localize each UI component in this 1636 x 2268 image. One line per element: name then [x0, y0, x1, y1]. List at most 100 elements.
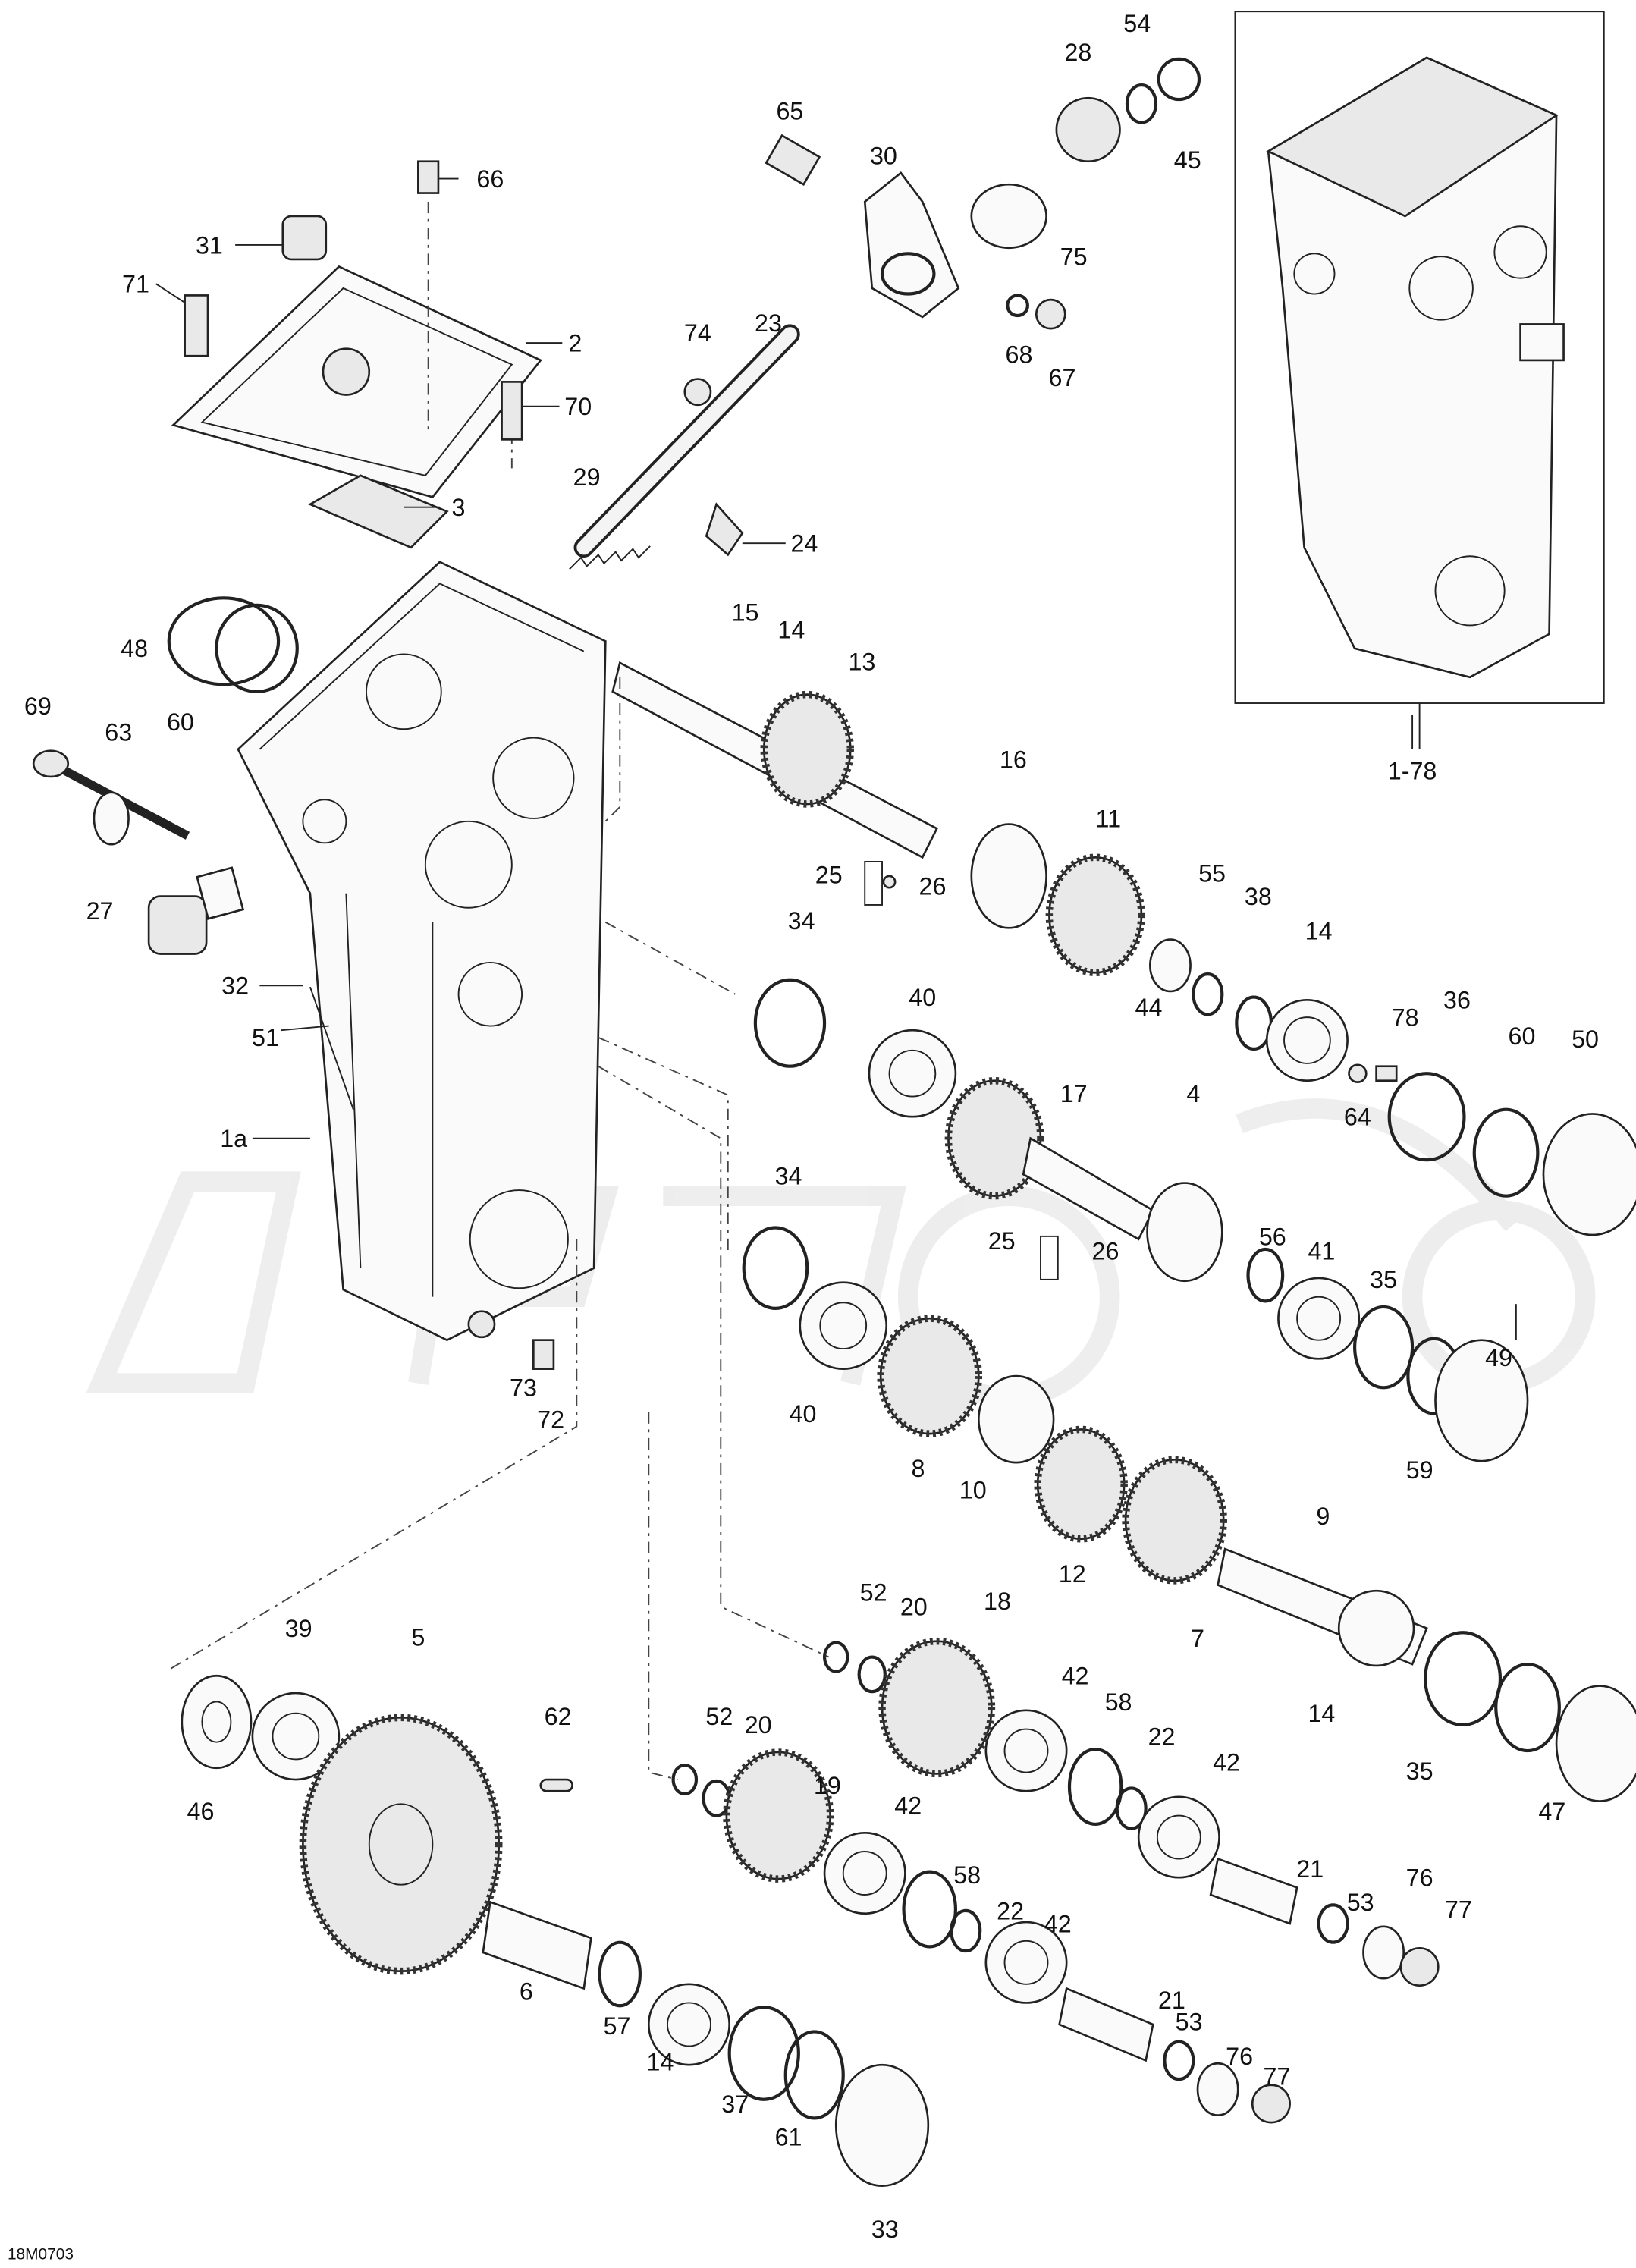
callout-16: 16: [1000, 746, 1027, 773]
callout-24: 24: [790, 530, 818, 558]
callout-14: 14: [647, 2049, 674, 2076]
callout-17: 17: [1060, 1080, 1088, 1107]
callout-72: 72: [537, 1406, 564, 1434]
callout-14: 14: [777, 617, 805, 644]
callout-76: 76: [1406, 1864, 1433, 1892]
callout-61: 61: [775, 2124, 802, 2151]
callout-42: 42: [1213, 1749, 1240, 1776]
callout-64: 64: [1344, 1104, 1371, 1131]
callout-22: 22: [997, 1897, 1024, 1924]
callout-46: 46: [187, 1798, 215, 1825]
callout-12: 12: [1059, 1560, 1086, 1588]
callout-47: 47: [1538, 1798, 1565, 1825]
alignment-lines: [165, 677, 830, 1780]
assembly-label: 1-78: [1388, 758, 1437, 785]
callout-20: 20: [900, 1593, 928, 1620]
callout-13: 13: [848, 648, 875, 675]
callout-5: 5: [411, 1623, 425, 1651]
callout-35: 35: [1370, 1266, 1397, 1293]
callout-21: 21: [1296, 1855, 1324, 1883]
callout-41: 41: [1308, 1237, 1335, 1264]
callout-63: 63: [105, 718, 132, 746]
callout-19: 19: [814, 1772, 841, 1799]
callout-6: 6: [520, 1978, 533, 2006]
callout-55: 55: [1198, 860, 1226, 887]
callout-78: 78: [1392, 1004, 1419, 1032]
callout-69: 69: [24, 693, 52, 720]
callout-77: 77: [1445, 1896, 1472, 1923]
callout-59: 59: [1406, 1456, 1433, 1484]
callout-76: 76: [1226, 2043, 1253, 2070]
callout-26: 26: [919, 873, 947, 900]
cover-plate: [171, 201, 542, 549]
callout-77: 77: [1264, 2063, 1291, 2091]
callout-50: 50: [1572, 1026, 1599, 1053]
callout-2: 2: [568, 330, 582, 357]
callout-49: 49: [1485, 1344, 1512, 1371]
main-housing: [237, 561, 607, 1370]
callout-34: 34: [788, 907, 815, 935]
callout-32: 32: [221, 972, 249, 1000]
callout-53: 53: [1347, 1889, 1374, 1916]
input-shaft: [611, 661, 1636, 1236]
callout-57: 57: [604, 2012, 631, 2040]
callout-37: 37: [721, 2091, 749, 2118]
callout-39: 39: [285, 1615, 312, 1642]
callout-42: 42: [1062, 1663, 1089, 1690]
callout-66: 66: [476, 165, 504, 193]
callout-40: 40: [790, 1400, 817, 1428]
callout-28: 28: [1064, 39, 1091, 66]
callout-65: 65: [776, 98, 803, 125]
callout-7: 7: [1191, 1625, 1204, 1652]
shift-shaft: [569, 57, 1201, 570]
callout-25: 25: [988, 1227, 1016, 1255]
callout-44: 44: [1135, 994, 1163, 1021]
callout-15: 15: [732, 599, 759, 627]
callout-35: 35: [1406, 1758, 1433, 1785]
callout-51: 51: [252, 1024, 279, 1051]
callout-40: 40: [909, 984, 936, 1011]
callout-21: 21: [1158, 1987, 1185, 2014]
callout-58: 58: [1105, 1688, 1132, 1716]
callout-70: 70: [564, 393, 592, 420]
callout-42: 42: [894, 1792, 922, 1820]
callout-labels: 54 28 45 65 66 30 31 75 71 74 23 2 68 67…: [8, 10, 1599, 2263]
callout-52: 52: [860, 1578, 887, 1606]
diagram-code: 18M0703: [8, 2246, 74, 2263]
callout-74: 74: [684, 319, 711, 347]
callout-56: 56: [1259, 1223, 1286, 1250]
callout-29: 29: [573, 463, 601, 491]
big-gear-group: [181, 1674, 930, 2188]
middle-shaft: [753, 978, 1529, 1462]
callout-22: 22: [1148, 1723, 1176, 1750]
callout-36: 36: [1443, 987, 1471, 1014]
callout-9: 9: [1316, 1503, 1330, 1530]
callout-45: 45: [1174, 146, 1201, 174]
callout-53: 53: [1176, 2009, 1203, 2036]
lower-gears: [742, 1226, 1636, 1802]
top-fasteners: [184, 160, 712, 441]
callout-58: 58: [953, 1861, 981, 1889]
callout-62: 62: [545, 1703, 572, 1730]
callout-25: 25: [815, 861, 843, 888]
callout-54: 54: [1123, 10, 1151, 37]
leader-lines: [155, 177, 1517, 1340]
callout-67: 67: [1049, 364, 1076, 391]
callout-71: 71: [122, 271, 149, 298]
callout-26: 26: [1092, 1237, 1119, 1264]
callout-60: 60: [1509, 1022, 1536, 1050]
assembly-inset: [1234, 11, 1605, 749]
callout-33: 33: [871, 2216, 899, 2243]
callout-14: 14: [1308, 1700, 1335, 1727]
callout-30: 30: [870, 143, 897, 170]
callout-68: 68: [1006, 341, 1033, 369]
callout-27: 27: [86, 897, 114, 925]
callout-4: 4: [1186, 1080, 1200, 1107]
callout-73: 73: [510, 1374, 537, 1402]
callout-42: 42: [1044, 1910, 1072, 1937]
callout-52: 52: [705, 1703, 733, 1730]
callout-14: 14: [1305, 918, 1333, 945]
callout-11: 11: [1096, 805, 1122, 832]
callout-48: 48: [121, 635, 148, 662]
